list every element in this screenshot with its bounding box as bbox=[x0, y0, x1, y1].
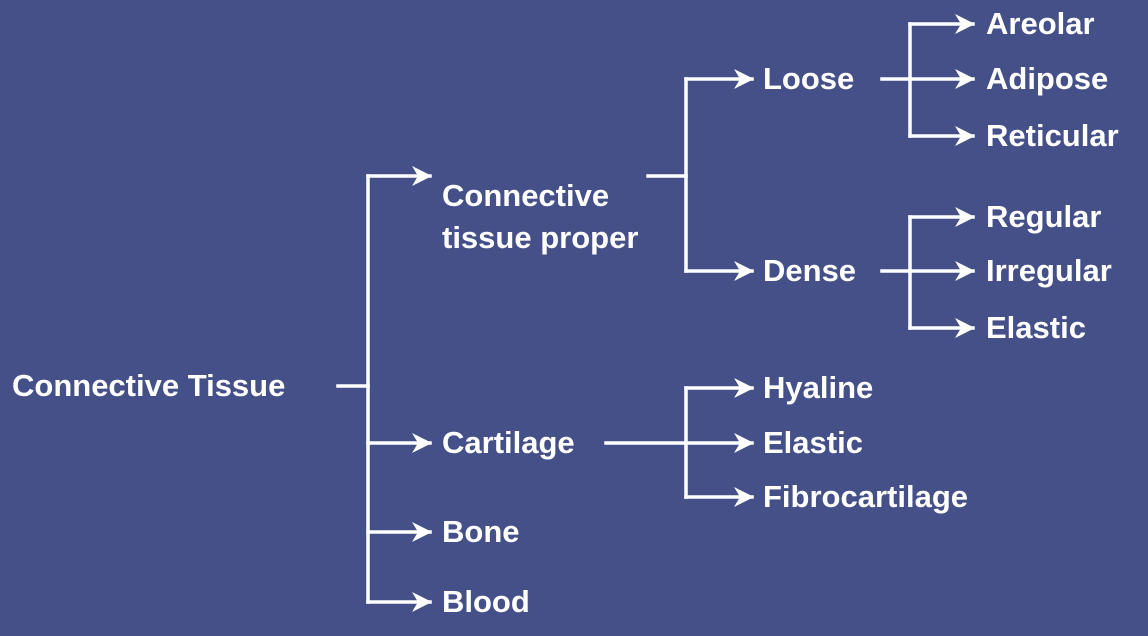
node-cartilage: Cartilage bbox=[442, 425, 575, 460]
node-bone: Bone bbox=[442, 514, 520, 549]
node-fibrocartilage: Fibrocartilage bbox=[763, 479, 968, 514]
node-reticular: Reticular bbox=[986, 118, 1119, 153]
node-regular: Regular bbox=[986, 199, 1102, 234]
node-adipose: Adipose bbox=[986, 61, 1109, 96]
node-hyaline: Hyaline bbox=[763, 370, 874, 405]
node-irregular: Irregular bbox=[986, 253, 1112, 288]
node-connective-tissue: Connective Tissue bbox=[12, 368, 286, 403]
node-blood: Blood bbox=[442, 584, 530, 619]
node-elastic-cartilage: Elastic bbox=[763, 425, 863, 460]
node-loose: Loose bbox=[763, 61, 855, 96]
node-connective-tissue-proper: Connective tissue proper bbox=[442, 178, 639, 255]
node-elastic-dense: Elastic bbox=[986, 310, 1086, 345]
node-dense: Dense bbox=[763, 253, 857, 288]
node-areolar: Areolar bbox=[986, 6, 1095, 41]
